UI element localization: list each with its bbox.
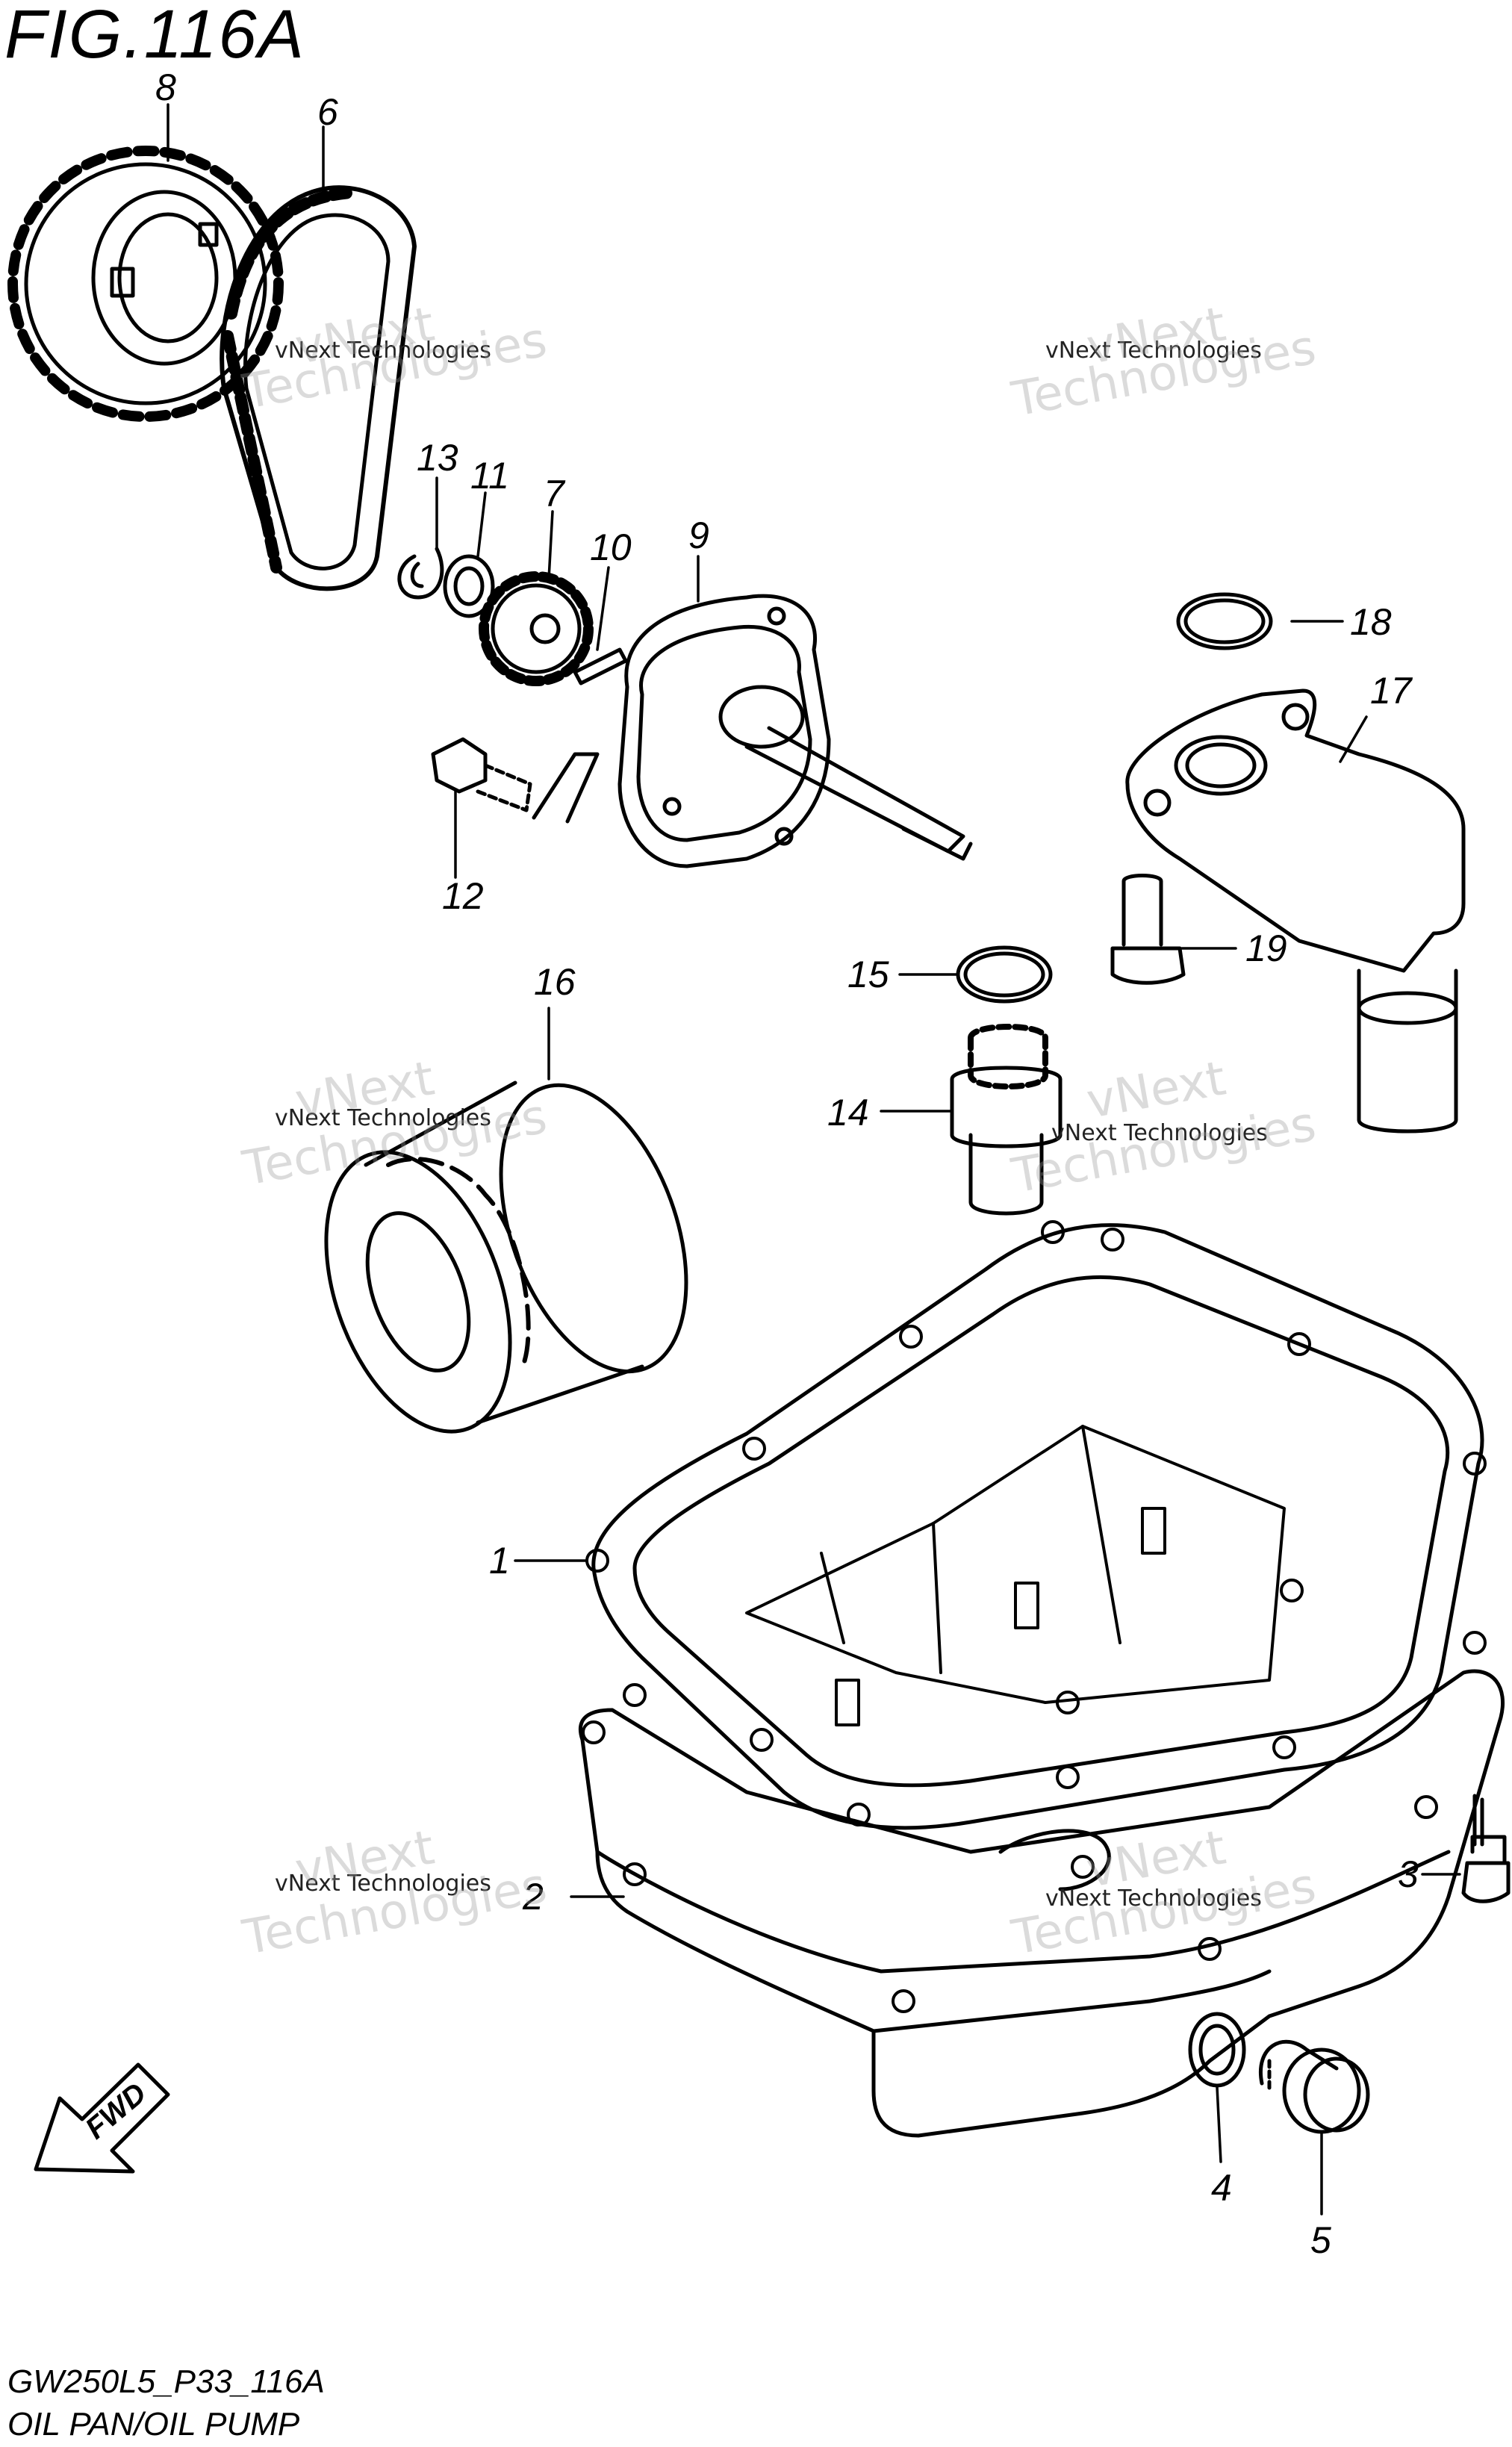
part-12-bolt[interactable] (431, 737, 600, 824)
callout-12[interactable]: 12 (442, 875, 484, 917)
callout-19[interactable]: 19 (1245, 927, 1287, 969)
callout-14[interactable]: 14 (827, 1092, 869, 1134)
callout-13[interactable]: 13 (417, 437, 458, 479)
part-9-oil-pump[interactable] (617, 594, 973, 868)
callout-6[interactable]: 6 (317, 91, 338, 133)
fwd-arrow (34, 2062, 170, 2174)
callout-10[interactable]: 10 (590, 526, 632, 568)
figure-title: FIG.116A (4, 0, 305, 72)
callout-8[interactable]: 8 (155, 66, 176, 108)
figure-subtitle: OIL PAN/OIL PUMP (7, 2406, 300, 2443)
callout-1[interactable]: 1 (489, 1540, 510, 1582)
callout-17[interactable]: 17 (1370, 670, 1412, 712)
callout-15[interactable]: 15 (847, 954, 889, 995)
callout-18[interactable]: 18 (1350, 601, 1392, 643)
part-13-circlip[interactable] (397, 547, 444, 600)
callout-3[interactable]: 3 (1398, 1853, 1419, 1895)
callout-4[interactable]: 4 (1211, 2167, 1232, 2209)
callout-11[interactable]: 11 (470, 455, 509, 497)
oil-pan-inner-detail (745, 1425, 1286, 1726)
part-16-oil-filter[interactable] (291, 1060, 722, 1456)
part-4-washer[interactable] (1188, 2012, 1246, 2088)
part-17-oil-strainer[interactable] (1125, 688, 1466, 1134)
part-5-drain-plug[interactable] (1259, 2039, 1370, 2134)
part-10-pin[interactable] (573, 647, 628, 685)
part-19-bolt[interactable] (1110, 874, 1186, 985)
figure-code: GW250L5_P33_116A (7, 2363, 325, 2400)
part-2-oil-pan[interactable] (578, 1669, 1505, 2138)
part-6-chain[interactable] (220, 185, 417, 591)
part-11-washer[interactable] (443, 554, 495, 618)
callout-16[interactable]: 16 (534, 961, 576, 1003)
part-3-bolt[interactable] (1461, 1794, 1511, 1903)
part-18-o-ring[interactable] (1176, 592, 1273, 650)
leader-lines (167, 103, 1461, 2216)
callout-7[interactable]: 7 (544, 473, 564, 514)
callout-5[interactable]: 5 (1310, 2219, 1331, 2261)
part-14-pressure-switch[interactable] (950, 1024, 1063, 1216)
part-15-o-ring[interactable] (956, 945, 1053, 1004)
part-7-gear[interactable] (479, 571, 594, 686)
callout-9[interactable]: 9 (688, 514, 709, 556)
callout-2[interactable]: 2 (523, 1876, 544, 1918)
part-1-gasket[interactable] (585, 1220, 1487, 1830)
